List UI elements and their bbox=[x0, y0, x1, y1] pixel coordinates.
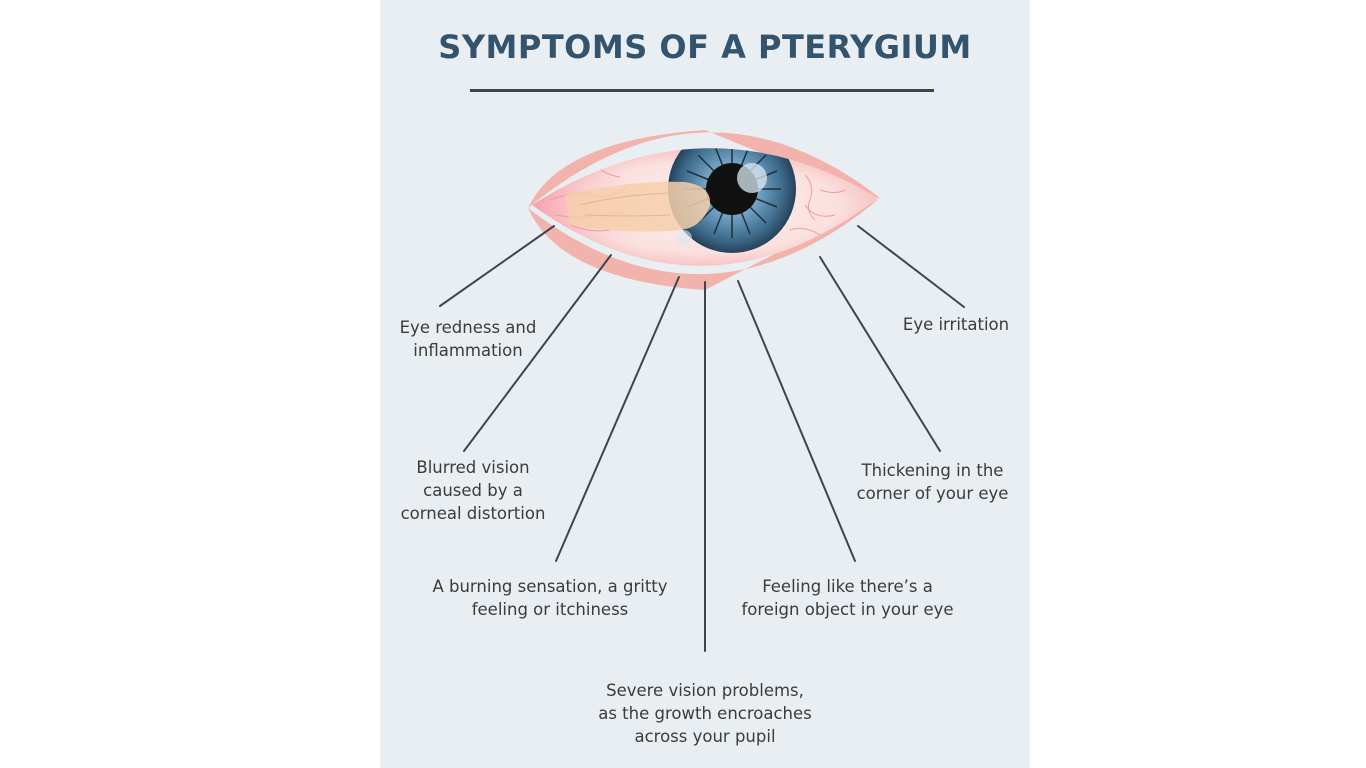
title-divider bbox=[470, 89, 934, 92]
leader-line-irritation bbox=[857, 225, 965, 308]
leader-line-foreign bbox=[737, 280, 856, 562]
eye-highlight bbox=[737, 163, 767, 193]
leader-line-redness bbox=[439, 225, 555, 307]
pterygium-growth bbox=[565, 181, 711, 232]
symptom-eye-irritation: Eye irritation bbox=[902, 315, 1010, 334]
symptom-severe-vision: Severe vision problems, as the growth en… bbox=[598, 681, 812, 746]
symptom-blurred-vision: Blurred vision caused by a corneal disto… bbox=[400, 458, 546, 523]
infographic-panel: SYMPTOMS OF A PTERYGIUM bbox=[380, 0, 1030, 768]
symptom-eye-redness: Eye redness and inflammation bbox=[399, 318, 537, 360]
eyelid-lower bbox=[528, 198, 880, 290]
eyelid-upper bbox=[528, 130, 880, 208]
symptom-burning-sensation: A burning sensation, a gritty feeling or… bbox=[432, 577, 668, 619]
page-title: SYMPTOMS OF A PTERYGIUM bbox=[438, 28, 972, 66]
leader-line-thickening bbox=[819, 256, 941, 452]
eye-diagram bbox=[439, 130, 965, 652]
symptom-foreign-object: Feeling like there’s a foreign object in… bbox=[741, 577, 954, 619]
leader-line-burning bbox=[555, 276, 680, 562]
symptom-thickening: Thickening in the corner of your eye bbox=[856, 461, 1009, 503]
leader-line-blurred bbox=[463, 254, 612, 452]
